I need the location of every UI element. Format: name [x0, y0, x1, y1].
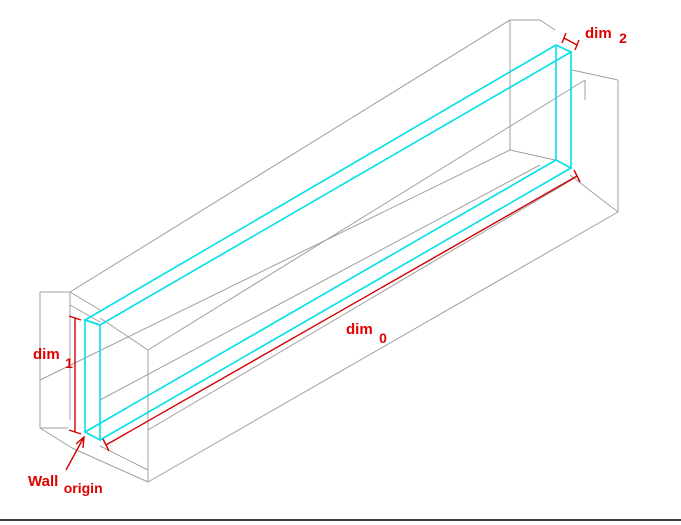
dim2-line — [563, 37, 578, 46]
wall-outline — [83, 44, 573, 442]
context-wireframe — [39, 19, 619, 483]
dim2-label: dim 2 — [585, 25, 627, 46]
dim0-label: dim 0 — [346, 321, 387, 346]
wall-origin-label: Wall origin — [28, 473, 103, 496]
dim0-line — [105, 175, 578, 446]
origin-arrow — [65, 436, 85, 471]
bottom-rule — [0, 519, 681, 521]
dimension-lines — [65, 32, 581, 471]
dim1-label: dim 1 — [33, 346, 73, 371]
